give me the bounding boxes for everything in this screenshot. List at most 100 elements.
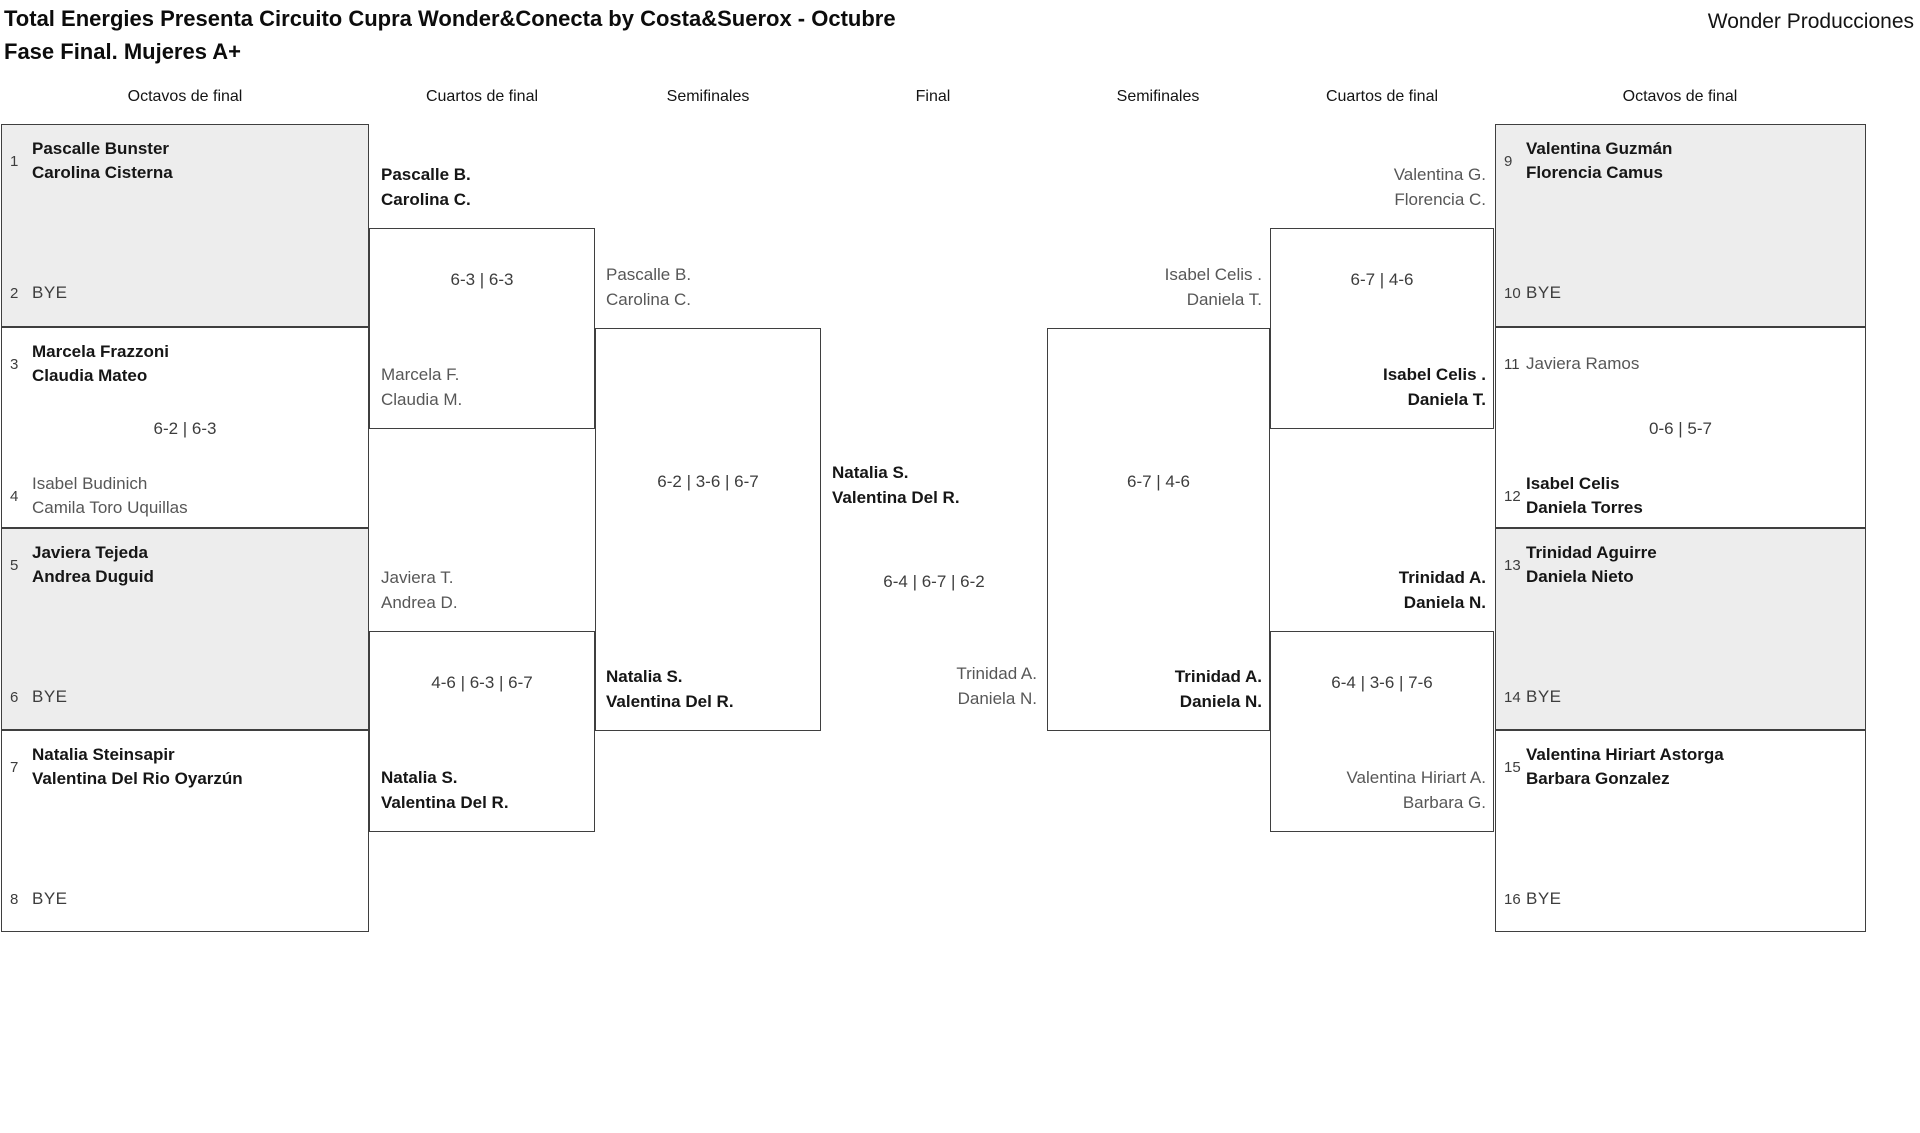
round-header: Cuartos de final [425, 88, 539, 105]
team-label: Isabel Celis .Daniela T. [1058, 262, 1262, 312]
team-name-line: Marcela F. [381, 365, 460, 384]
bye-label: BYE [32, 887, 68, 911]
seed-number: 2 [10, 284, 19, 302]
team-name-line: Valentina Del R. [606, 692, 734, 711]
seed-number: 5 [10, 556, 19, 574]
team-name-line: Marcela Frazzoni [32, 342, 169, 361]
team-name-line: Javiera T. [381, 568, 454, 587]
round-header: Semifinales [1116, 88, 1200, 105]
team-label: Marcela F.Claudia M. [381, 362, 587, 412]
team-name-line: BYE [1526, 283, 1562, 302]
seed-number: 15 [1504, 758, 1521, 776]
team-name-line: Daniela N. [1179, 692, 1262, 711]
seed-number: 8 [10, 890, 19, 908]
team-label: Pascalle B.Carolina C. [606, 262, 813, 312]
seed-number: 12 [1504, 487, 1521, 505]
round-header: Octavos de final [1622, 88, 1738, 105]
team-name-line: Trinidad A. [1174, 667, 1262, 686]
team-name-line: Florencia C. [1394, 190, 1486, 209]
team-name-line: Daniela T. [1186, 290, 1262, 309]
seed-number: 14 [1504, 688, 1521, 706]
team-label: Valentina G.Florencia C. [1282, 162, 1486, 212]
cuartos-match-box [369, 631, 595, 832]
round-header: Octavos de final [127, 88, 243, 105]
team-name-line: BYE [32, 283, 68, 302]
bye-label: BYE [1526, 887, 1562, 911]
bye-label: BYE [1526, 685, 1562, 709]
cuartos-match-box [1270, 631, 1494, 832]
match-score: 6-7 | 4-6 [1126, 472, 1190, 491]
round-header: Final [915, 88, 951, 105]
seed-number: 13 [1504, 556, 1521, 574]
team-slot: 2 BYE [2, 269, 368, 317]
match-score: 6-3 | 6-3 [450, 270, 514, 289]
team-name-line: Valentina Del Rio Oyarzún [32, 769, 243, 788]
team-name-line: Andrea Duguid [32, 567, 154, 586]
team-name-line: Barbara Gonzalez [1526, 769, 1670, 788]
team-name-line: BYE [32, 889, 68, 908]
team-name-line: Natalia S. [832, 463, 909, 482]
match-score: 0-6 | 5-7 [1648, 419, 1712, 438]
team-name-line: BYE [32, 687, 68, 706]
team-label: Natalia S. Valentina Del R. [381, 765, 587, 815]
team-slot: 6 BYE [2, 673, 368, 721]
team-name-line: Daniela N. [957, 689, 1037, 708]
team-name-line: Pascalle B. [381, 165, 471, 184]
team-name-line: Daniela T. [1407, 390, 1486, 409]
team-name-line: Javiera Ramos [1526, 354, 1640, 373]
seed-number: 10 [1504, 284, 1521, 302]
seed-number: 7 [10, 758, 19, 776]
title-line1: Total Energies Presenta Circuito Cupra W… [4, 6, 896, 31]
bye-label: BYE [1526, 281, 1562, 305]
semifinal-match-box [1047, 328, 1270, 731]
team-name-line: Valentina Del R. [832, 488, 960, 507]
seed-number: 1 [10, 152, 19, 170]
team-name-line: Florencia Camus [1526, 163, 1663, 182]
seed-number: 16 [1504, 890, 1521, 908]
team-name-line: Pascalle Bunster [32, 139, 170, 158]
team-name-line: Daniela N. [1403, 593, 1486, 612]
team-name-line: Natalia S. [381, 768, 458, 787]
team-label: Trinidad A. Daniela N. [1058, 664, 1262, 714]
team-name-line: Valentina Del R. [381, 793, 509, 812]
team-name-line: Pascalle B. [606, 265, 692, 284]
match-score: 6-4 | 3-6 | 7-6 [1331, 673, 1433, 692]
team-name-line: BYE [1526, 889, 1562, 908]
team-name-line: Camila Toro Uquillas [32, 498, 188, 517]
team-slot: 11 Javiera Ramos [1496, 340, 1865, 388]
round-header: Cuartos de final [1325, 88, 1439, 105]
team-name-line: Valentina Guzmán [1526, 139, 1673, 158]
bye-label: BYE [32, 685, 68, 709]
team-label: Pascalle B.Carolina C. [381, 162, 587, 212]
seed-number: 6 [10, 688, 19, 706]
seed-number: 11 [1504, 355, 1520, 373]
team-label: Natalia S.Valentina Del R. [606, 664, 813, 714]
cuartos-match-box [1270, 228, 1494, 429]
team-label: Trinidad A.Daniela N. [821, 661, 1037, 711]
team-name-line: Javiera Tejeda [32, 543, 148, 562]
team-slot: 8 BYE [2, 875, 368, 923]
team-name-line: Daniela Torres [1526, 498, 1643, 517]
team-label: Trinidad A. Daniela N. [1282, 565, 1486, 615]
cuartos-match-box [369, 228, 595, 429]
team-name-line: Trinidad A. [1398, 568, 1486, 587]
bye-label: BYE [32, 281, 68, 305]
